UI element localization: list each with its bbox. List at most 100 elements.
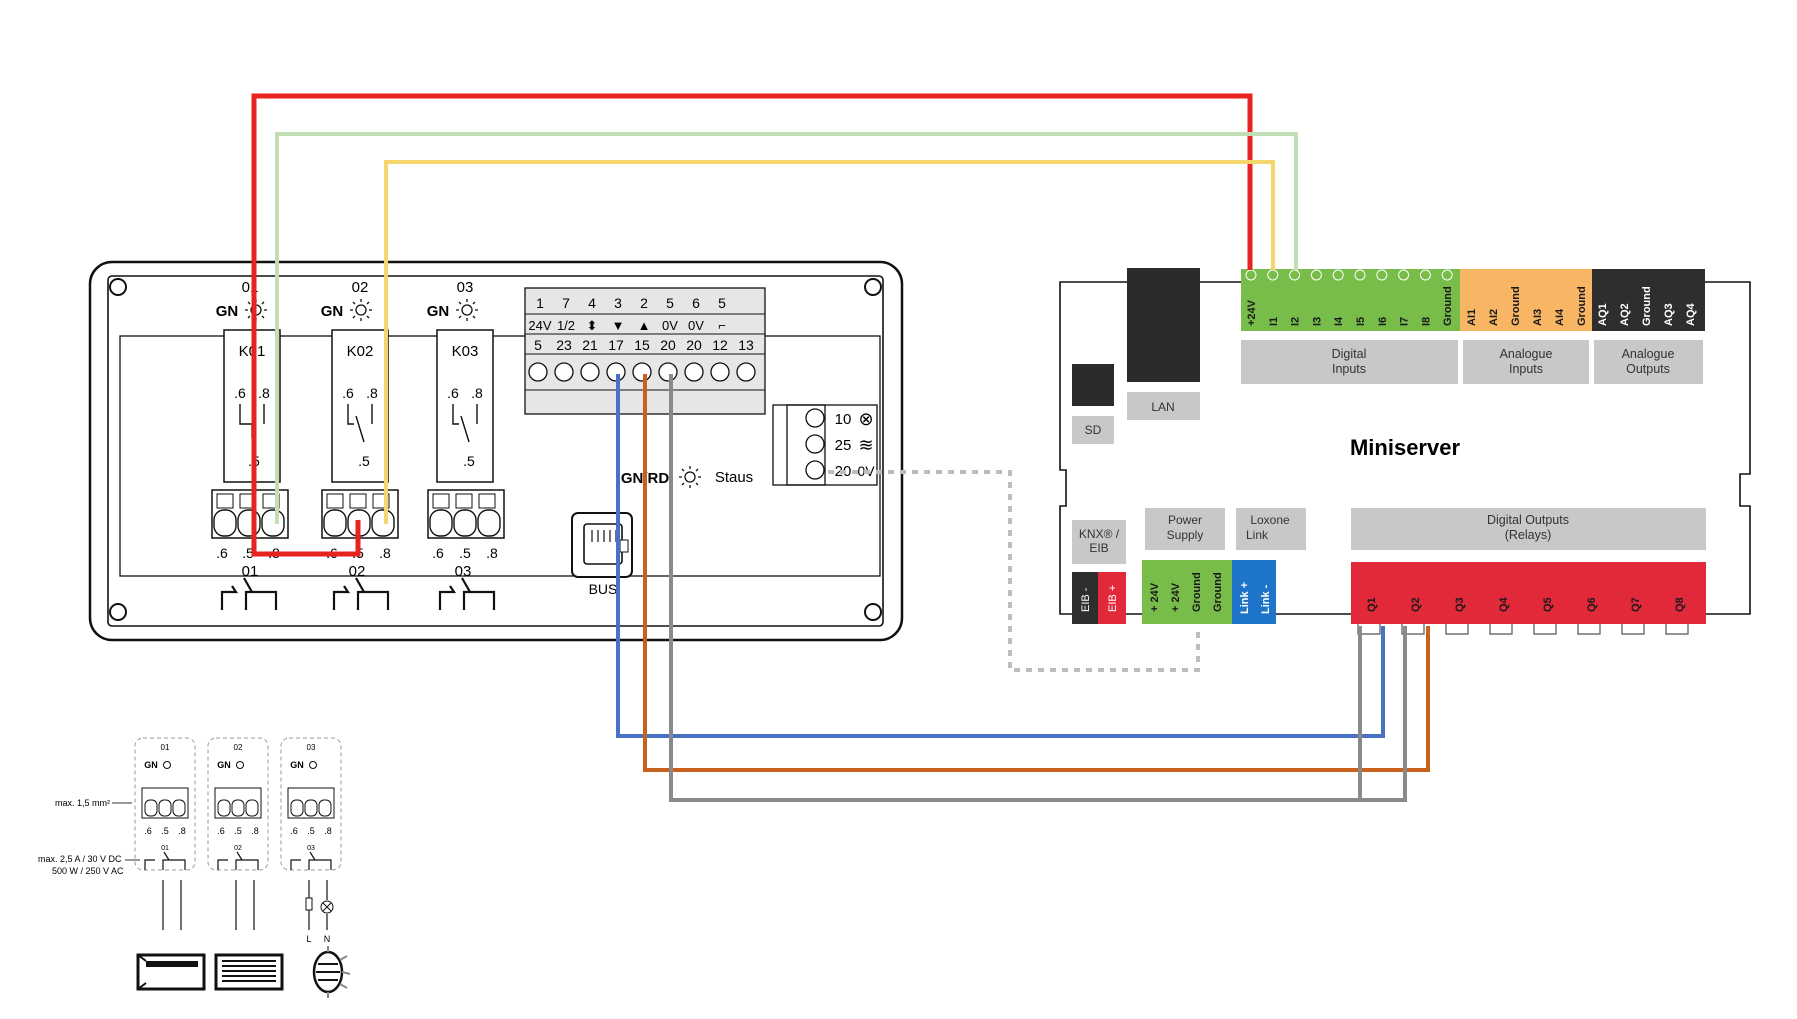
pin-label: .5 [358,453,370,469]
terminal-number-label: 23 [556,337,572,353]
relay-terminal-tab [1621,624,1645,635]
terminal-number-label: 12 [712,337,728,353]
relay-body [436,329,494,483]
link-pin-label: Link + [1239,582,1251,614]
mount-hole-icon [109,278,127,296]
legend-lead-wires [162,880,182,930]
relay-terminal-tab [1577,624,1601,635]
terminal-top-label: 6 [692,295,700,311]
knx-label-box [1072,520,1126,564]
knx-label: KNX® / [1079,527,1120,541]
relay-contact-symbol [347,404,373,443]
switch-contact-icon [438,577,496,610]
digital-input-pin: I6 [1377,317,1389,326]
relays-label: (Relays) [1505,528,1552,542]
lamp-cross [322,902,332,912]
side-terminal-number: 25 [835,437,852,454]
legend-terminal-slot [304,799,318,817]
terminal-top-label: 2 [640,295,648,311]
light-bulb-icon [312,946,351,998]
input-terminal-icon [1354,269,1366,281]
terminal-function-label: 1/2 [557,318,575,333]
input-terminal-icon [1332,269,1344,281]
pin-label: .6 [234,385,246,401]
output-number: 01 [242,563,259,580]
relay-output-label: Q6 [1586,597,1598,612]
rating-note: 500 W / 250 V AC [52,866,124,876]
blind-edge [137,954,147,990]
analogue-output-pin: AQ3 [1663,303,1675,326]
relay-contact-symbol [452,404,478,443]
legend-switch-icon [217,851,259,870]
pin-label: .5 [463,453,475,469]
pin-label: .6 [432,545,444,561]
legend: max. 1,5 mm² max. 2,5 A / 30 V DC 500 W … [38,737,351,998]
analogue-input-pin: AI1 [1466,309,1478,326]
mount-hole-icon [109,603,127,621]
analogue-output-pin: AQ1 [1597,303,1609,326]
pin-label: .8 [471,385,483,401]
terminal-top-label: 5 [666,295,674,311]
terminal-screw-icon [528,362,548,382]
wire-orange-q2 [643,374,1430,772]
digital-input-pin: I5 [1355,317,1367,326]
relay-output-label: Q4 [1498,596,1510,612]
terminal-number-label: 17 [608,337,624,353]
miniserver-title: Miniserver [1350,435,1460,460]
terminal-top-label: 5 [718,295,726,311]
relays-label-box [1351,508,1706,550]
legend-led-label: GN [144,760,158,770]
pin-label: .5 [242,545,254,561]
led-icon [350,299,372,321]
analogue-output-pin: AQ4 [1685,303,1697,327]
analogue-input-pin: Ground [1576,286,1588,326]
digital-input-pin: I7 [1399,317,1411,326]
terminal-function-label: ⬍ [587,318,598,333]
sd-label-box [1072,416,1114,444]
heating-icon: ≋ [858,435,873,455]
terminal-number-label: 20 [660,337,676,353]
eib-pin-label: EIB - [1080,587,1092,612]
power-pin-label: Ground [1191,572,1203,612]
wire-blue-q1 [616,374,1385,738]
sd-label: SD [1085,423,1102,437]
legend-channel-frame [134,737,196,871]
relays-label: Digital Outputs [1487,513,1569,527]
blind-icon [136,953,206,991]
analogue-inputs-label: Inputs [1509,362,1543,376]
relay-output-label: Q1 [1366,597,1378,612]
wire-yellow-i1 [384,160,1275,524]
wire-red-24v [251,93,1253,557]
power-pin-label: + 24V [1149,582,1161,612]
fuse-icon [305,897,313,911]
pin-label: .6 [342,385,354,401]
digital-input-pin: I8 [1420,317,1432,326]
channel-number: 02 [352,279,369,296]
mount-hole-icon [864,603,882,621]
legend-led-icon [309,761,317,769]
relay-output-label: Q5 [1542,597,1554,612]
input-terminal-icon [1441,269,1453,281]
link-label-box [1236,508,1306,550]
relay-terminal-tab [1445,624,1469,635]
legend-terminal-slot [318,799,332,817]
legend-terminal-slot [217,799,231,817]
pin-label: .5 [459,545,471,561]
legend-channel-frame [207,737,269,871]
link-pin-label: Link - [1260,584,1272,614]
legend-switch-icon [290,851,332,870]
input-terminal-icon [1310,269,1322,281]
output-number: 02 [349,563,366,580]
legend-lead-wires [235,880,255,930]
legend-terminal-slot [158,799,172,817]
analogue-inputs-label: Analogue [1500,347,1553,361]
analogue-outputs-label: Outputs [1626,362,1670,376]
terminal-top-label: 7 [562,295,570,311]
wire-gray-common [669,374,1407,802]
legend-L-label: L [306,934,311,944]
wire-dashed-sensor [828,470,1200,672]
legend-output-number: 02 [234,845,242,852]
